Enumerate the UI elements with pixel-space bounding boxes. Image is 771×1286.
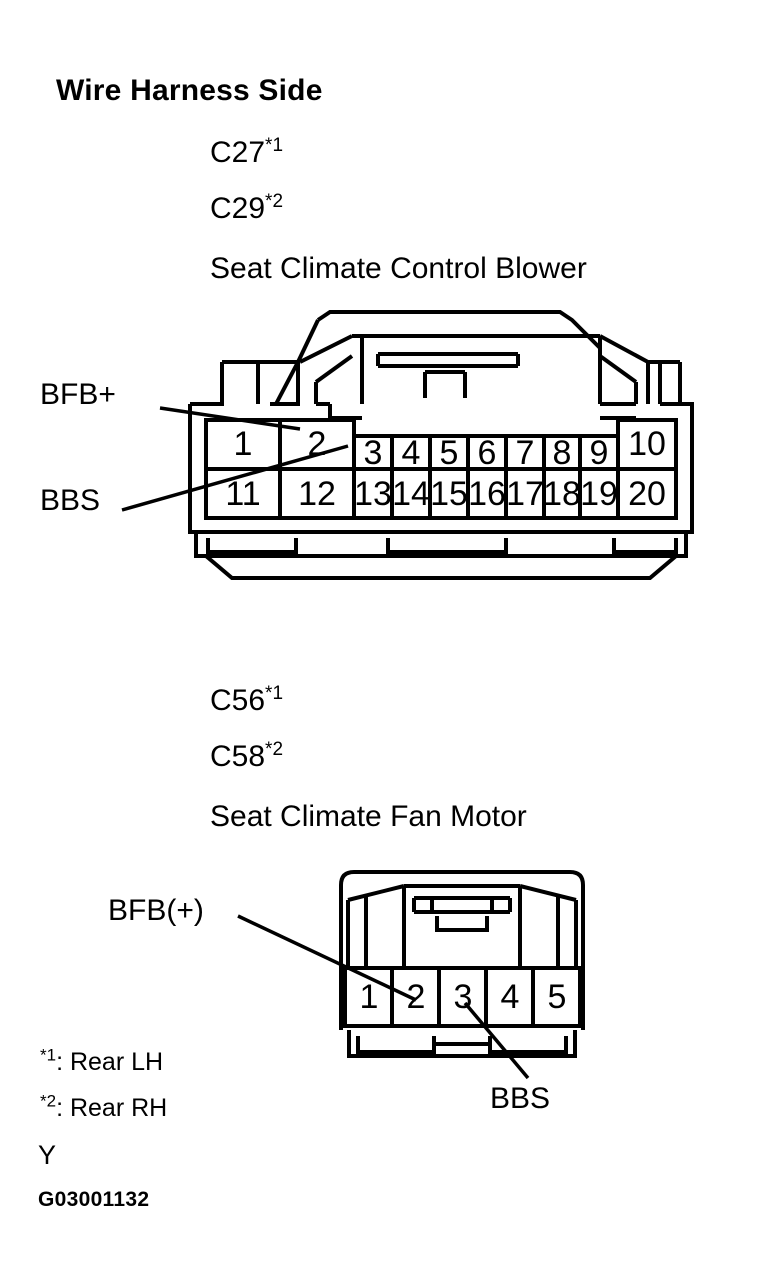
- connector-2-callout-lines: [0, 860, 771, 1120]
- connector-2-housing: [339, 870, 585, 1030]
- leader-line-bfb-plus: [159, 406, 301, 431]
- connector-1-code-rh-note: *2: [265, 191, 284, 212]
- connector-2-ledge: [347, 1030, 577, 1058]
- connector-1-callout-lines: [0, 300, 771, 600]
- connector-1-drawing: [0, 300, 771, 600]
- leader-line-bbs-2: [463, 1001, 530, 1080]
- connector-2-code-rh-note: *2: [265, 739, 284, 760]
- connector-1-ledge: [194, 532, 688, 558]
- footnote-2: *2: Rear RH: [40, 1091, 168, 1123]
- connector-1-code-rh: C29*2: [210, 192, 283, 226]
- callout-label-bbs-2: BBS: [490, 1082, 551, 1115]
- connector-1-code-lh: C27*1: [210, 136, 283, 170]
- callout-label-bfb-paren-plus: BFB(+): [108, 894, 204, 927]
- footnote-1-marker: *1: [40, 1045, 57, 1065]
- pin-block-2: [343, 966, 582, 1028]
- figure-id: G03001132: [38, 1188, 150, 1211]
- shoulder-right: [599, 334, 649, 364]
- y-code: Y: [38, 1140, 57, 1170]
- connector-1-code-lh-note: *1: [265, 135, 284, 156]
- connector-2-code-rh-text: C58: [210, 740, 266, 773]
- connector-2-code-rh: C58*2: [210, 740, 283, 774]
- footnote-2-text: : Rear RH: [56, 1094, 168, 1122]
- footnote-1-text: : Rear LH: [56, 1048, 164, 1076]
- footnote-2-marker: *2: [40, 1091, 57, 1111]
- leader-line-bbs: [121, 444, 349, 512]
- callout-label-bfb-plus: BFB+: [40, 378, 116, 411]
- connector-2-name: Seat Climate Fan Motor: [210, 800, 527, 833]
- connector-2-code-lh: C56*1: [210, 684, 283, 718]
- connector-2-code-lh-text: C56: [210, 684, 266, 717]
- connector-1-base: [204, 554, 678, 580]
- shoulder-2-left: [347, 884, 405, 902]
- connector-1-code-lh-text: C27: [210, 136, 266, 169]
- latch-arch-outer: [316, 310, 602, 350]
- leader-line-bfb-paren-plus: [237, 914, 417, 1002]
- footnote-1: *1: Rear LH: [40, 1045, 164, 1077]
- connector-1-name: Seat Climate Control Blower: [210, 252, 587, 285]
- shoulder-2-right: [519, 884, 577, 902]
- connector-1-code-rh-text: C29: [210, 192, 266, 225]
- connector-2-drawing: [0, 860, 771, 1080]
- connector-2-code-lh-note: *1: [265, 683, 284, 704]
- callout-label-bbs: BBS: [40, 484, 101, 517]
- page-title: Wire Harness Side: [56, 74, 323, 107]
- shoulder-left: [299, 334, 353, 364]
